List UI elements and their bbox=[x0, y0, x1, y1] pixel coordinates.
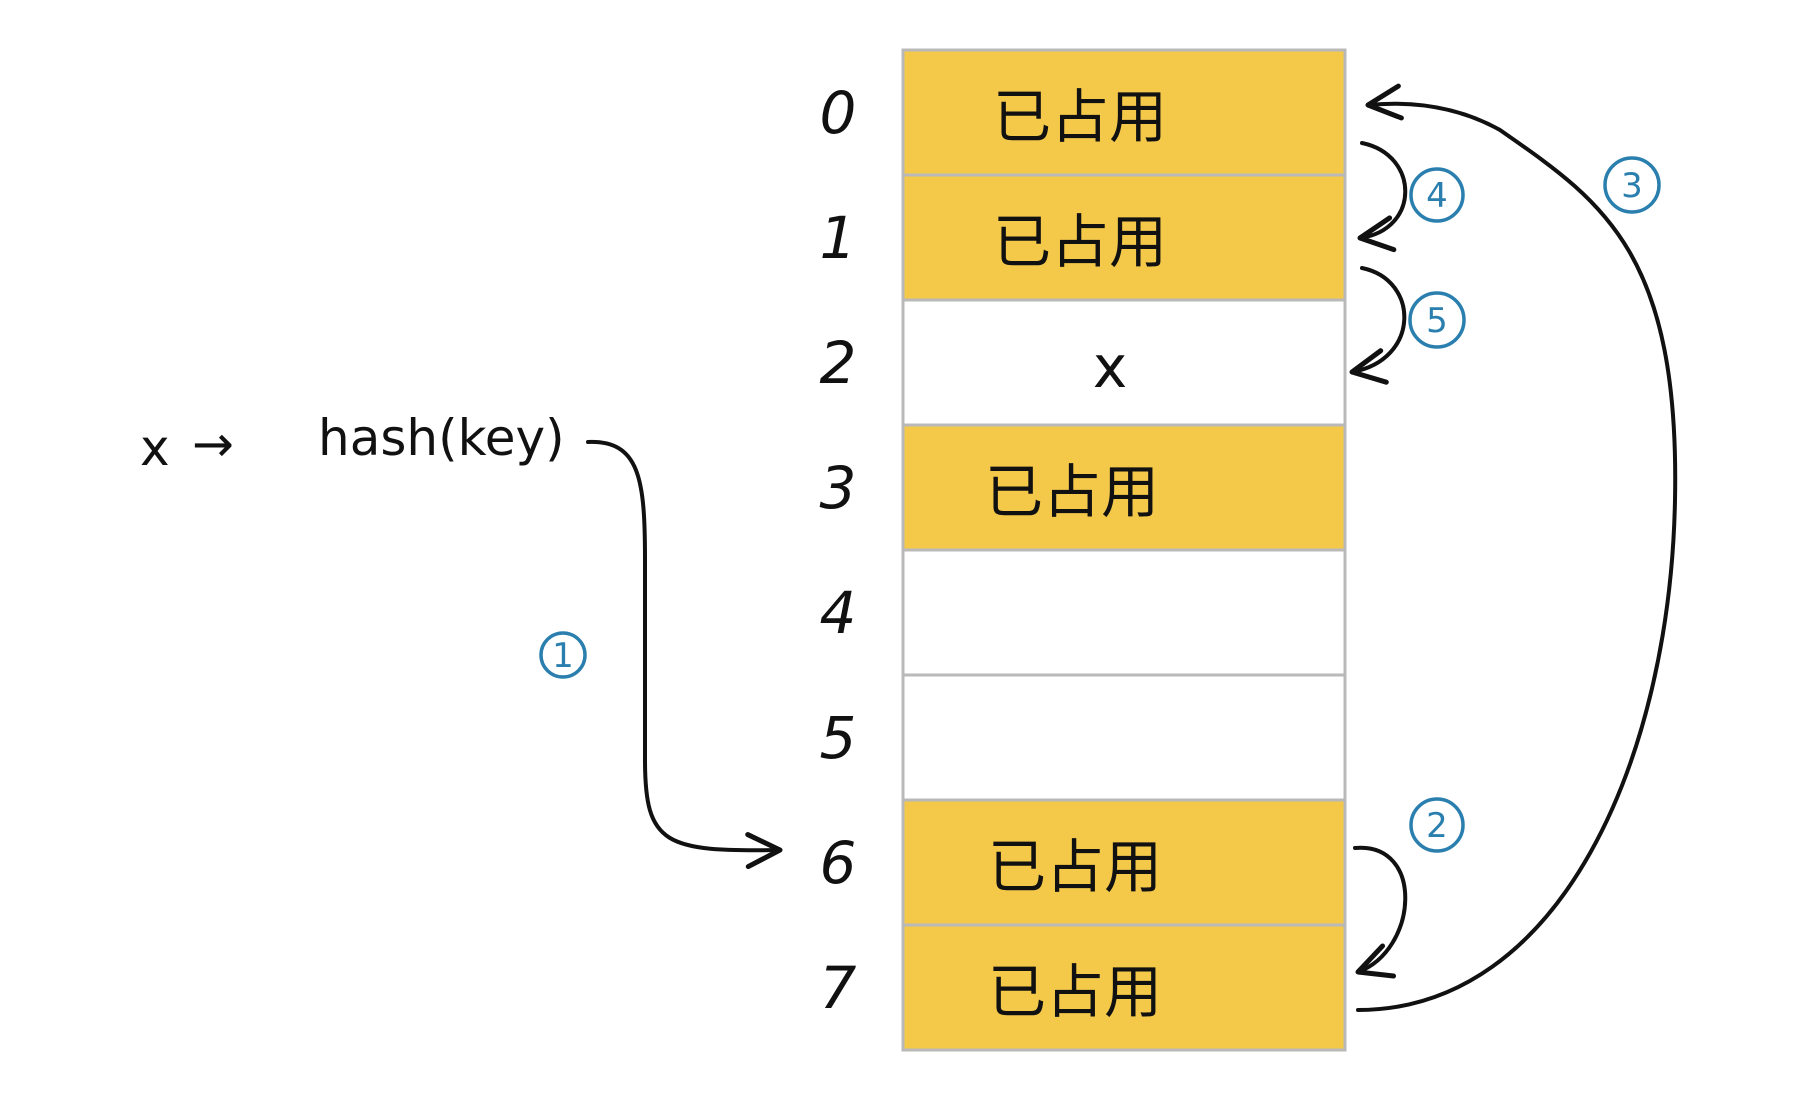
step-5-arrow bbox=[1349, 266, 1407, 385]
slot-3: 3 已占用 bbox=[820, 423, 1347, 552]
step-4-label: 4 bbox=[1426, 176, 1448, 216]
slot-0-label: 已占用 bbox=[993, 83, 1167, 151]
slot-6-label: 已占用 bbox=[988, 833, 1162, 901]
step-3-label: 3 bbox=[1621, 166, 1643, 206]
slot-3-cell bbox=[901, 423, 1347, 552]
step-4-arrow bbox=[1357, 141, 1408, 253]
slot-7-cell bbox=[901, 923, 1347, 1052]
slot-1-label: 已占用 bbox=[993, 208, 1167, 276]
step-3-marker: 3 bbox=[1603, 156, 1661, 214]
slot-2-label: x bbox=[1093, 333, 1127, 401]
step-2-marker: 2 bbox=[1409, 797, 1465, 853]
input-arrow: → bbox=[192, 415, 234, 473]
slot-1-index: 1 bbox=[820, 204, 857, 272]
step-2-arrow bbox=[1353, 845, 1408, 979]
input-item: x bbox=[140, 419, 170, 477]
slot-6-index: 6 bbox=[820, 829, 857, 897]
slot-0-index: 0 bbox=[820, 79, 857, 147]
step-2-ring bbox=[1409, 797, 1465, 853]
step-1-label: 1 bbox=[552, 636, 574, 676]
step-markers: 1 2 3 4 5 bbox=[539, 156, 1661, 853]
step-3-ring bbox=[1603, 156, 1661, 214]
step-4-ring bbox=[1409, 167, 1465, 223]
step-5-ring bbox=[1408, 291, 1466, 349]
slot-2: 2 x bbox=[820, 298, 1347, 427]
slot-0-cell bbox=[901, 48, 1347, 177]
slot-6: 6 已占用 bbox=[820, 798, 1347, 927]
slot-5-cell bbox=[901, 673, 1347, 802]
slot-4-cell bbox=[901, 548, 1347, 677]
step-5-marker: 5 bbox=[1408, 291, 1466, 349]
slot-2-index: 2 bbox=[820, 329, 857, 397]
step-1-ring bbox=[539, 631, 587, 679]
hash-function: hash(key) bbox=[318, 409, 565, 467]
slot-3-index: 3 bbox=[820, 454, 857, 522]
slot-7: 7 已占用 bbox=[820, 923, 1347, 1052]
slot-5: 5 bbox=[820, 673, 1347, 802]
slot-4-index: 4 bbox=[820, 579, 857, 647]
slot-5-index: 5 bbox=[820, 704, 857, 772]
slot-3-label: 已占用 bbox=[985, 458, 1159, 526]
step-4-marker: 4 bbox=[1409, 167, 1465, 223]
step-2-label: 2 bbox=[1426, 806, 1448, 846]
slot-0: 0 已占用 bbox=[820, 48, 1347, 177]
step-5-label: 5 bbox=[1426, 301, 1448, 341]
step-1-marker: 1 bbox=[539, 631, 587, 679]
hash-table: 0 已占用 1 已占用 2 x 3 已占用 4 5 bbox=[820, 48, 1347, 1052]
slot-7-label: 已占用 bbox=[988, 958, 1162, 1026]
slot-1-cell bbox=[901, 173, 1347, 302]
step-3-arrow bbox=[1356, 83, 1678, 1012]
slot-2-cell bbox=[901, 298, 1347, 427]
slot-1: 1 已占用 bbox=[820, 173, 1347, 302]
step-1-arrow bbox=[586, 439, 783, 870]
slot-7-index: 7 bbox=[820, 954, 857, 1022]
slot-4: 4 bbox=[820, 548, 1347, 677]
probe-arrows bbox=[586, 83, 1678, 1012]
input-expression: x → hash(key) bbox=[140, 409, 565, 477]
